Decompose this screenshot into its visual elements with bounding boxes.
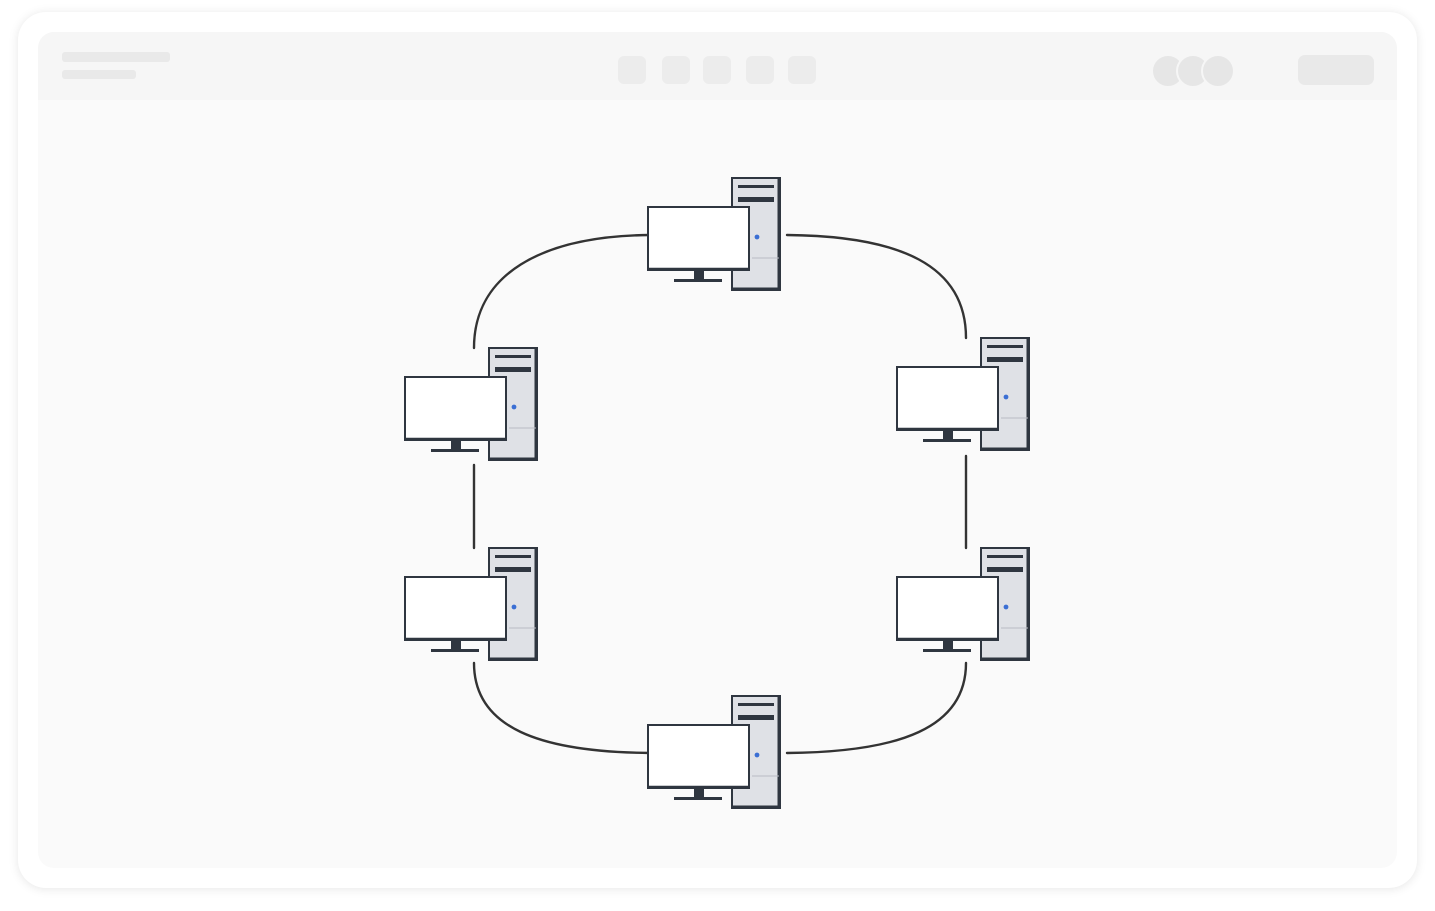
drive-bay-slot — [987, 357, 1023, 362]
desktop-computer-icon[interactable] — [896, 337, 1030, 451]
desktop-computer-icon[interactable] — [647, 695, 781, 809]
drive-bay-slot — [987, 555, 1023, 558]
power-led-icon — [754, 752, 760, 758]
power-led-icon — [511, 404, 517, 410]
network-nodes — [404, 177, 1030, 809]
power-led-icon — [754, 234, 760, 240]
primary-action-button[interactable] — [1298, 55, 1374, 85]
power-led-icon — [511, 604, 517, 610]
monitor-screen — [404, 376, 507, 441]
power-led-icon — [1003, 604, 1009, 610]
monitor-screen — [404, 576, 507, 641]
monitor-stand — [943, 640, 953, 650]
monitor-screen — [647, 724, 750, 789]
nav-item-5[interactable] — [788, 56, 816, 84]
drive-bay-slot — [738, 703, 774, 706]
link-computer-left-upper-to-computer-top — [472, 233, 652, 350]
network-links — [472, 233, 968, 755]
drive-bay-slot — [738, 197, 774, 202]
drive-bay-slot — [495, 567, 531, 572]
link-computer-bottom-to-computer-left-lower — [472, 661, 652, 755]
monitor-stand — [694, 270, 704, 280]
monitor-base — [923, 439, 971, 442]
monitor-screen — [896, 366, 999, 431]
desktop-computer-icon[interactable] — [404, 547, 538, 661]
drive-bay-slot — [495, 367, 531, 372]
nav-item-4[interactable] — [746, 56, 774, 84]
monitor-screen — [647, 206, 750, 271]
power-led-icon — [1003, 394, 1009, 400]
monitor-stand — [451, 440, 461, 450]
monitor-base — [431, 649, 479, 652]
monitor-base — [674, 797, 722, 800]
top-navigation-bar — [38, 32, 1397, 100]
logo-placeholder[interactable] — [62, 52, 170, 62]
drive-bay-slot — [495, 555, 531, 558]
drive-bay-slot — [987, 345, 1023, 348]
monitor-stand — [943, 430, 953, 440]
link-computer-right-lower-to-computer-bottom — [785, 661, 968, 755]
monitor-stand — [694, 788, 704, 798]
nav-item-1[interactable] — [618, 56, 646, 84]
nav-item-3[interactable] — [703, 56, 731, 84]
monitor-screen — [896, 576, 999, 641]
drive-bay-slot — [738, 715, 774, 720]
drive-bay-slot — [738, 185, 774, 188]
drive-bay-slot — [495, 355, 531, 358]
monitor-base — [923, 649, 971, 652]
desktop-computer-icon[interactable] — [896, 547, 1030, 661]
desktop-computer-icon[interactable] — [404, 347, 538, 461]
monitor-base — [674, 279, 722, 282]
avatar-3[interactable] — [1201, 54, 1235, 88]
link-computer-top-to-computer-right-upper — [785, 233, 968, 340]
drive-bay-slot — [987, 567, 1023, 572]
desktop-computer-icon[interactable] — [647, 177, 781, 291]
monitor-base — [431, 449, 479, 452]
logo-subline-placeholder — [62, 70, 136, 79]
nav-item-2[interactable] — [662, 56, 690, 84]
monitor-stand — [451, 640, 461, 650]
